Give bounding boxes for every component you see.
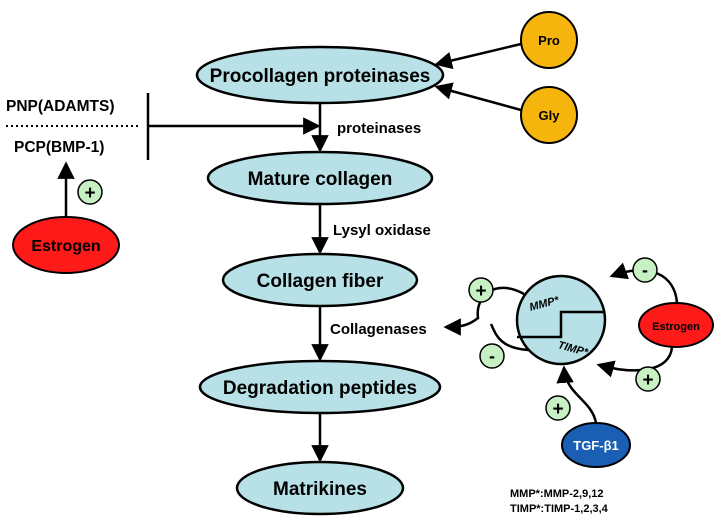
node-mature-collagen-label: Mature collagen (248, 169, 393, 190)
sign-minus-timp (479, 343, 505, 369)
label-collagenases: Collagenases (330, 321, 427, 338)
arrow-estrogen-to-timp (596, 346, 674, 378)
label-pcp: PCP(BMP-1) (14, 139, 104, 156)
sign-plus-estrogen-timp-text: + (642, 370, 653, 391)
line-timp-to-collagenases (489, 323, 529, 352)
sign-plus-estrogen-timp (635, 366, 661, 392)
estrogen-left-label: Estrogen (31, 238, 100, 255)
label-lysyl-oxidase: Lysyl oxidase (333, 222, 431, 239)
node-matrikines-label: Matrikines (273, 479, 367, 500)
arrow-mmp-to-collagenases (443, 286, 525, 336)
sign-plus-tgf (545, 395, 571, 421)
aa-gly (520, 86, 578, 144)
estrogen-right-label: Estrogen (652, 321, 700, 333)
sign-plus-estrogen-pcp-text: + (84, 183, 95, 204)
sign-minus-estrogen-mmp-text: - (642, 260, 648, 280)
node-procollagen-label: Procollagen proteinases (210, 66, 431, 87)
aa-pro (520, 11, 578, 69)
aa-pro-label: Pro (538, 33, 560, 48)
sign-plus-mmp-text: + (475, 281, 486, 302)
sign-plus-tgf-text: + (552, 399, 563, 420)
sign-plus-mmp (468, 277, 494, 303)
label-pnp: PNP(ADAMTS) (6, 98, 115, 115)
sign-minus-estrogen-mmp (632, 257, 658, 283)
label-proteinases: proteinases (337, 120, 421, 137)
sign-minus-timp-text: - (489, 346, 495, 366)
arrow-tgf-to-timp (556, 365, 598, 424)
node-collagen-fiber-label: Collagen fiber (257, 271, 384, 292)
footnote-timp: TIMP*:TIMP-1,2,3,4 (510, 503, 609, 515)
tgf-beta1-label: TGF-β1 (573, 438, 619, 453)
arrow-pro-to-procollagen (434, 42, 522, 70)
sign-plus-estrogen-pcp (77, 179, 103, 205)
arrow-estrogen-to-mmp (609, 262, 679, 304)
mmp-timp-divider (517, 310, 605, 339)
footnote-mmp: MMP*:MMP-2,9,12 (510, 488, 604, 500)
node-degradation-label: Degradation peptides (223, 378, 417, 399)
arrow-gly-to-procollagen (434, 82, 522, 112)
aa-gly-label: Gly (539, 108, 561, 123)
